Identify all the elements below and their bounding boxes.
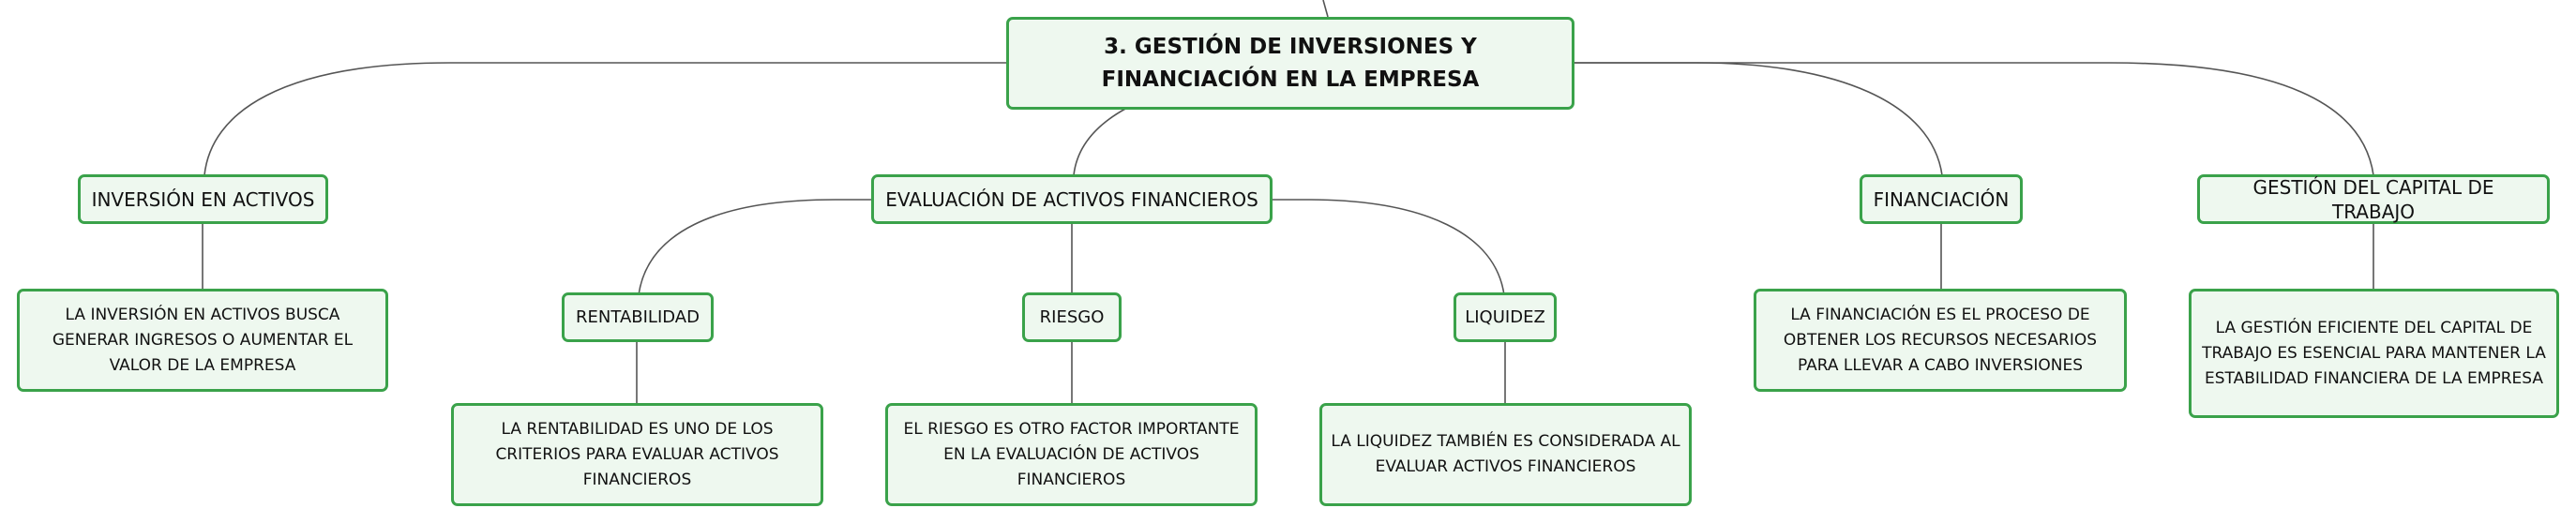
- subtopic-label: LIQUIDEZ: [1465, 306, 1545, 327]
- subtopic-liquidez[interactable]: LIQUIDEZ: [1454, 292, 1557, 342]
- subtopic-rentabilidad[interactable]: RENTABILIDAD: [562, 292, 714, 342]
- topic-label: INVERSIÓN EN ACTIVOS: [91, 187, 315, 211]
- detail-rentabilidad[interactable]: LA RENTABILIDAD ES UNO DE LOS CRITERIOS …: [451, 403, 823, 506]
- detail-capital[interactable]: LA GESTIÓN EFICIENTE DEL CAPITAL DE TRAB…: [2189, 289, 2559, 418]
- detail-text: LA FINANCIACIÓN ES EL PROCESO DE OBTENER…: [1783, 305, 2098, 375]
- subtopic-riesgo[interactable]: RIESGO: [1022, 292, 1122, 342]
- detail-inversion[interactable]: LA INVERSIÓN EN ACTIVOS BUSCA GENERAR IN…: [17, 289, 388, 392]
- topic-evaluacion-de-activos[interactable]: EVALUACIÓN DE ACTIVOS FINANCIEROS: [871, 174, 1273, 224]
- topic-financiacion[interactable]: FINANCIACIÓN: [1860, 174, 2023, 224]
- connector-evaluacion-liquidez: [1271, 199, 1505, 296]
- connector-root-inversion: [203, 62, 1008, 176]
- connector-parent-stub: [1322, 0, 1329, 18]
- detail-liquidez[interactable]: LA LIQUIDEZ TAMBIÉN ES CONSIDERADA AL EV…: [1319, 403, 1692, 506]
- connector-root-capital: [1574, 62, 2374, 176]
- topic-label: GESTIÓN DEL CAPITAL DE TRABAJO: [2252, 175, 2494, 223]
- root-label: 3. GESTIÓN DE INVERSIONES Y FINANCIACIÓN…: [1101, 34, 1480, 92]
- subtopic-label: RENTABILIDAD: [576, 306, 700, 327]
- connector-evaluacion-rentabilidad: [638, 199, 872, 296]
- connector-root-evaluacion: [1073, 107, 1128, 176]
- detail-text: EL RIESGO ES OTRO FACTOR IMPORTANTE EN L…: [903, 419, 1240, 489]
- connector-root-financiacion: [1574, 62, 1943, 176]
- topic-inversion-en-activos[interactable]: INVERSIÓN EN ACTIVOS: [78, 174, 328, 224]
- topic-gestion-capital-trabajo[interactable]: GESTIÓN DEL CAPITAL DE TRABAJO: [2197, 174, 2550, 224]
- topic-label: FINANCIACIÓN: [1873, 187, 2010, 211]
- topic-label: EVALUACIÓN DE ACTIVOS FINANCIEROS: [885, 187, 1258, 211]
- detail-riesgo[interactable]: EL RIESGO ES OTRO FACTOR IMPORTANTE EN L…: [885, 403, 1258, 506]
- detail-text: LA LIQUIDEZ TAMBIÉN ES CONSIDERADA AL EV…: [1331, 432, 1680, 476]
- detail-financiacion[interactable]: LA FINANCIACIÓN ES EL PROCESO DE OBTENER…: [1754, 289, 2127, 392]
- subtopic-label: RIESGO: [1039, 306, 1105, 327]
- root-node[interactable]: 3. GESTIÓN DE INVERSIONES Y FINANCIACIÓN…: [1006, 17, 1574, 110]
- detail-text: LA RENTABILIDAD ES UNO DE LOS CRITERIOS …: [495, 419, 779, 489]
- detail-text: LA INVERSIÓN EN ACTIVOS BUSCA GENERAR IN…: [52, 305, 354, 375]
- detail-text: LA GESTIÓN EFICIENTE DEL CAPITAL DE TRAB…: [2202, 318, 2546, 388]
